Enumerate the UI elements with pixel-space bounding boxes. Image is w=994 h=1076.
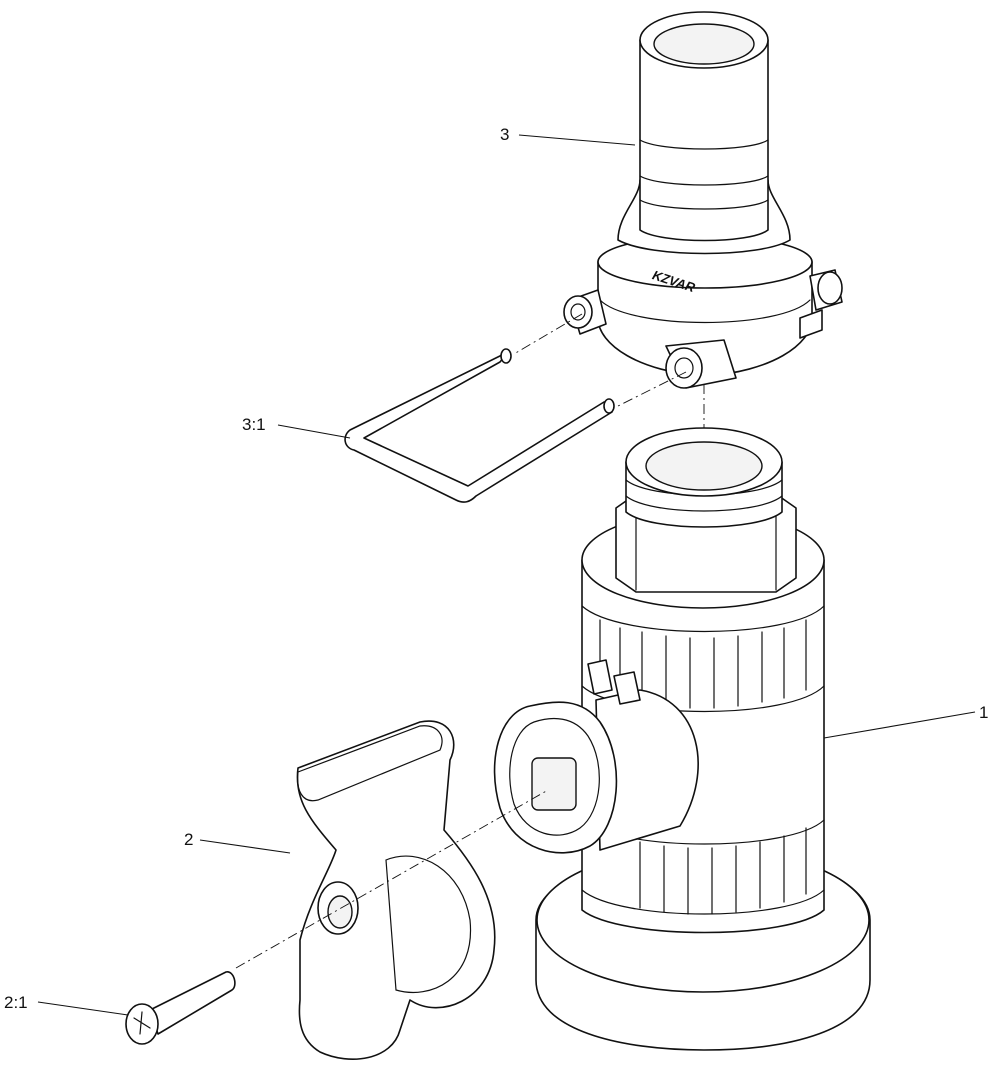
part-3-hose-coupling: KZVAR (563, 11, 843, 389)
leader-lines (37, 134, 976, 1016)
leader-3 (518, 134, 636, 146)
leader-2 (199, 839, 291, 854)
part-3-front-port (665, 339, 737, 389)
part-3-left-port (563, 289, 607, 335)
callout-part-1: 1 (979, 703, 989, 722)
part-1-side-outlet-face (493, 701, 618, 854)
callout-part-3: 3 (500, 125, 510, 144)
callout-part-2-1: 2:1 (4, 993, 28, 1012)
part-1-valve-body (493, 427, 871, 1051)
part-2-wing-knob (296, 720, 496, 1060)
lower-ribs (639, 827, 807, 915)
leader-2-1 (37, 1001, 129, 1016)
leader-3-1 (277, 424, 351, 439)
part-3-1-u-clip (344, 348, 615, 503)
callout-part-2: 2 (184, 830, 194, 849)
leader-1 (823, 711, 976, 739)
centerline-left-pin (513, 313, 583, 355)
part-3-right-port (799, 269, 843, 339)
centerline-right-pin (613, 371, 687, 409)
part-2-1-screw (125, 971, 236, 1045)
callout-part-3-1: 3:1 (242, 415, 266, 434)
